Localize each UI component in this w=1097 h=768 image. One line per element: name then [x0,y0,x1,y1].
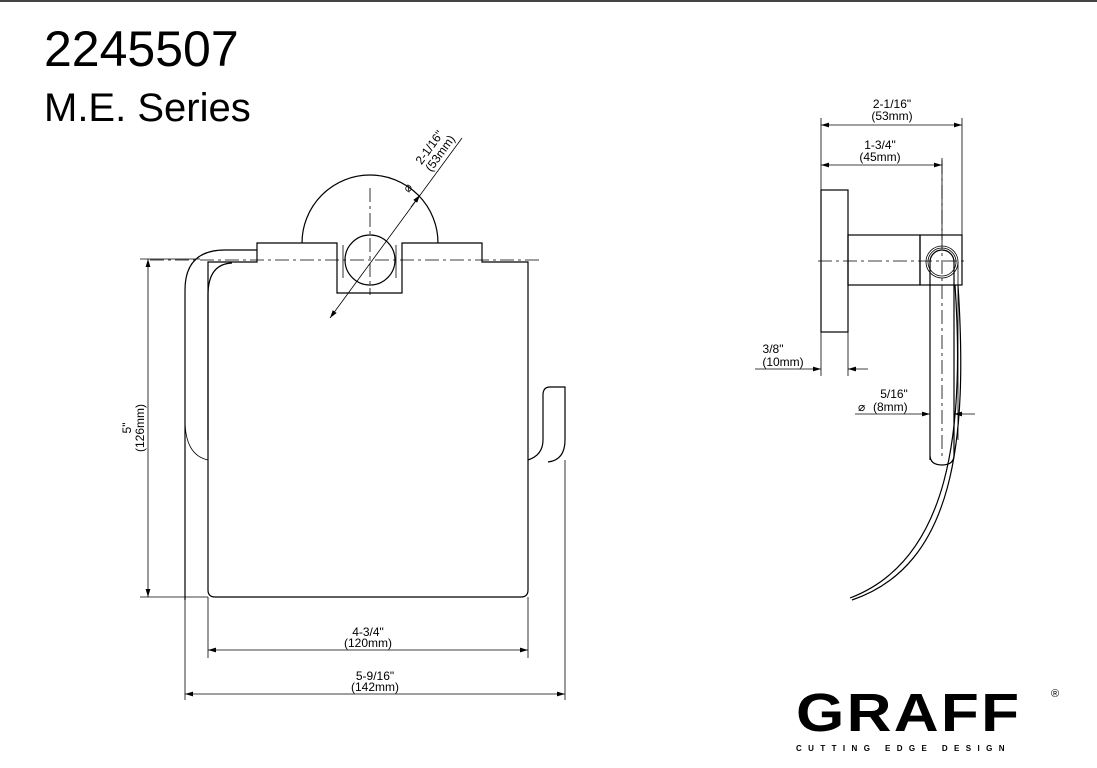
diameter-leader [329,137,463,319]
cover-width-mm: (120mm) [344,636,392,650]
end-block [919,234,963,286]
height-mm: (126mm) [133,404,147,452]
rod-diameter-mm: (8mm) [873,400,908,414]
arm [847,234,921,286]
plate-thickness-mm: (10mm) [762,355,803,369]
left-rod [184,249,257,600]
model-number: 2245507 [44,21,239,77]
right-hook [527,386,566,463]
hanging-rod [929,249,955,466]
flange-outline [301,174,439,244]
overall-depth-in: 2-1/16" [873,97,911,111]
arm-depth-mm: (45mm) [859,150,900,164]
diameter-symbol: ⌀ [400,181,416,195]
arm-depth-in: 1-3/4" [864,138,896,152]
logo-wordmark: GRAFF [796,683,1022,743]
front-view [140,137,566,700]
paper-flap [849,284,959,599]
plate-thickness-in: 3/8" [763,342,784,356]
overall-depth-mm: (53mm) [871,109,912,123]
height-in: 5" [120,423,134,434]
graff-logo: GRAFF ® CUTTING EDGE DESIGN [796,686,1066,753]
rod-diameter-in: 5/16" [880,387,908,401]
rod-diameter-symbol: ⌀ [858,400,865,414]
registered-mark: ® [1051,688,1060,700]
side-view [755,118,975,601]
top-border [0,0,1097,2]
overall-width-mm: (142mm) [351,680,399,694]
logo-tagline: CUTTING EDGE DESIGN [796,744,1011,753]
cover-width-in: 4-3/4" [352,625,384,639]
cover-outline [207,242,529,598]
series-name: M.E. Series [44,86,251,130]
overall-width-in: 5-9/16" [356,669,394,683]
